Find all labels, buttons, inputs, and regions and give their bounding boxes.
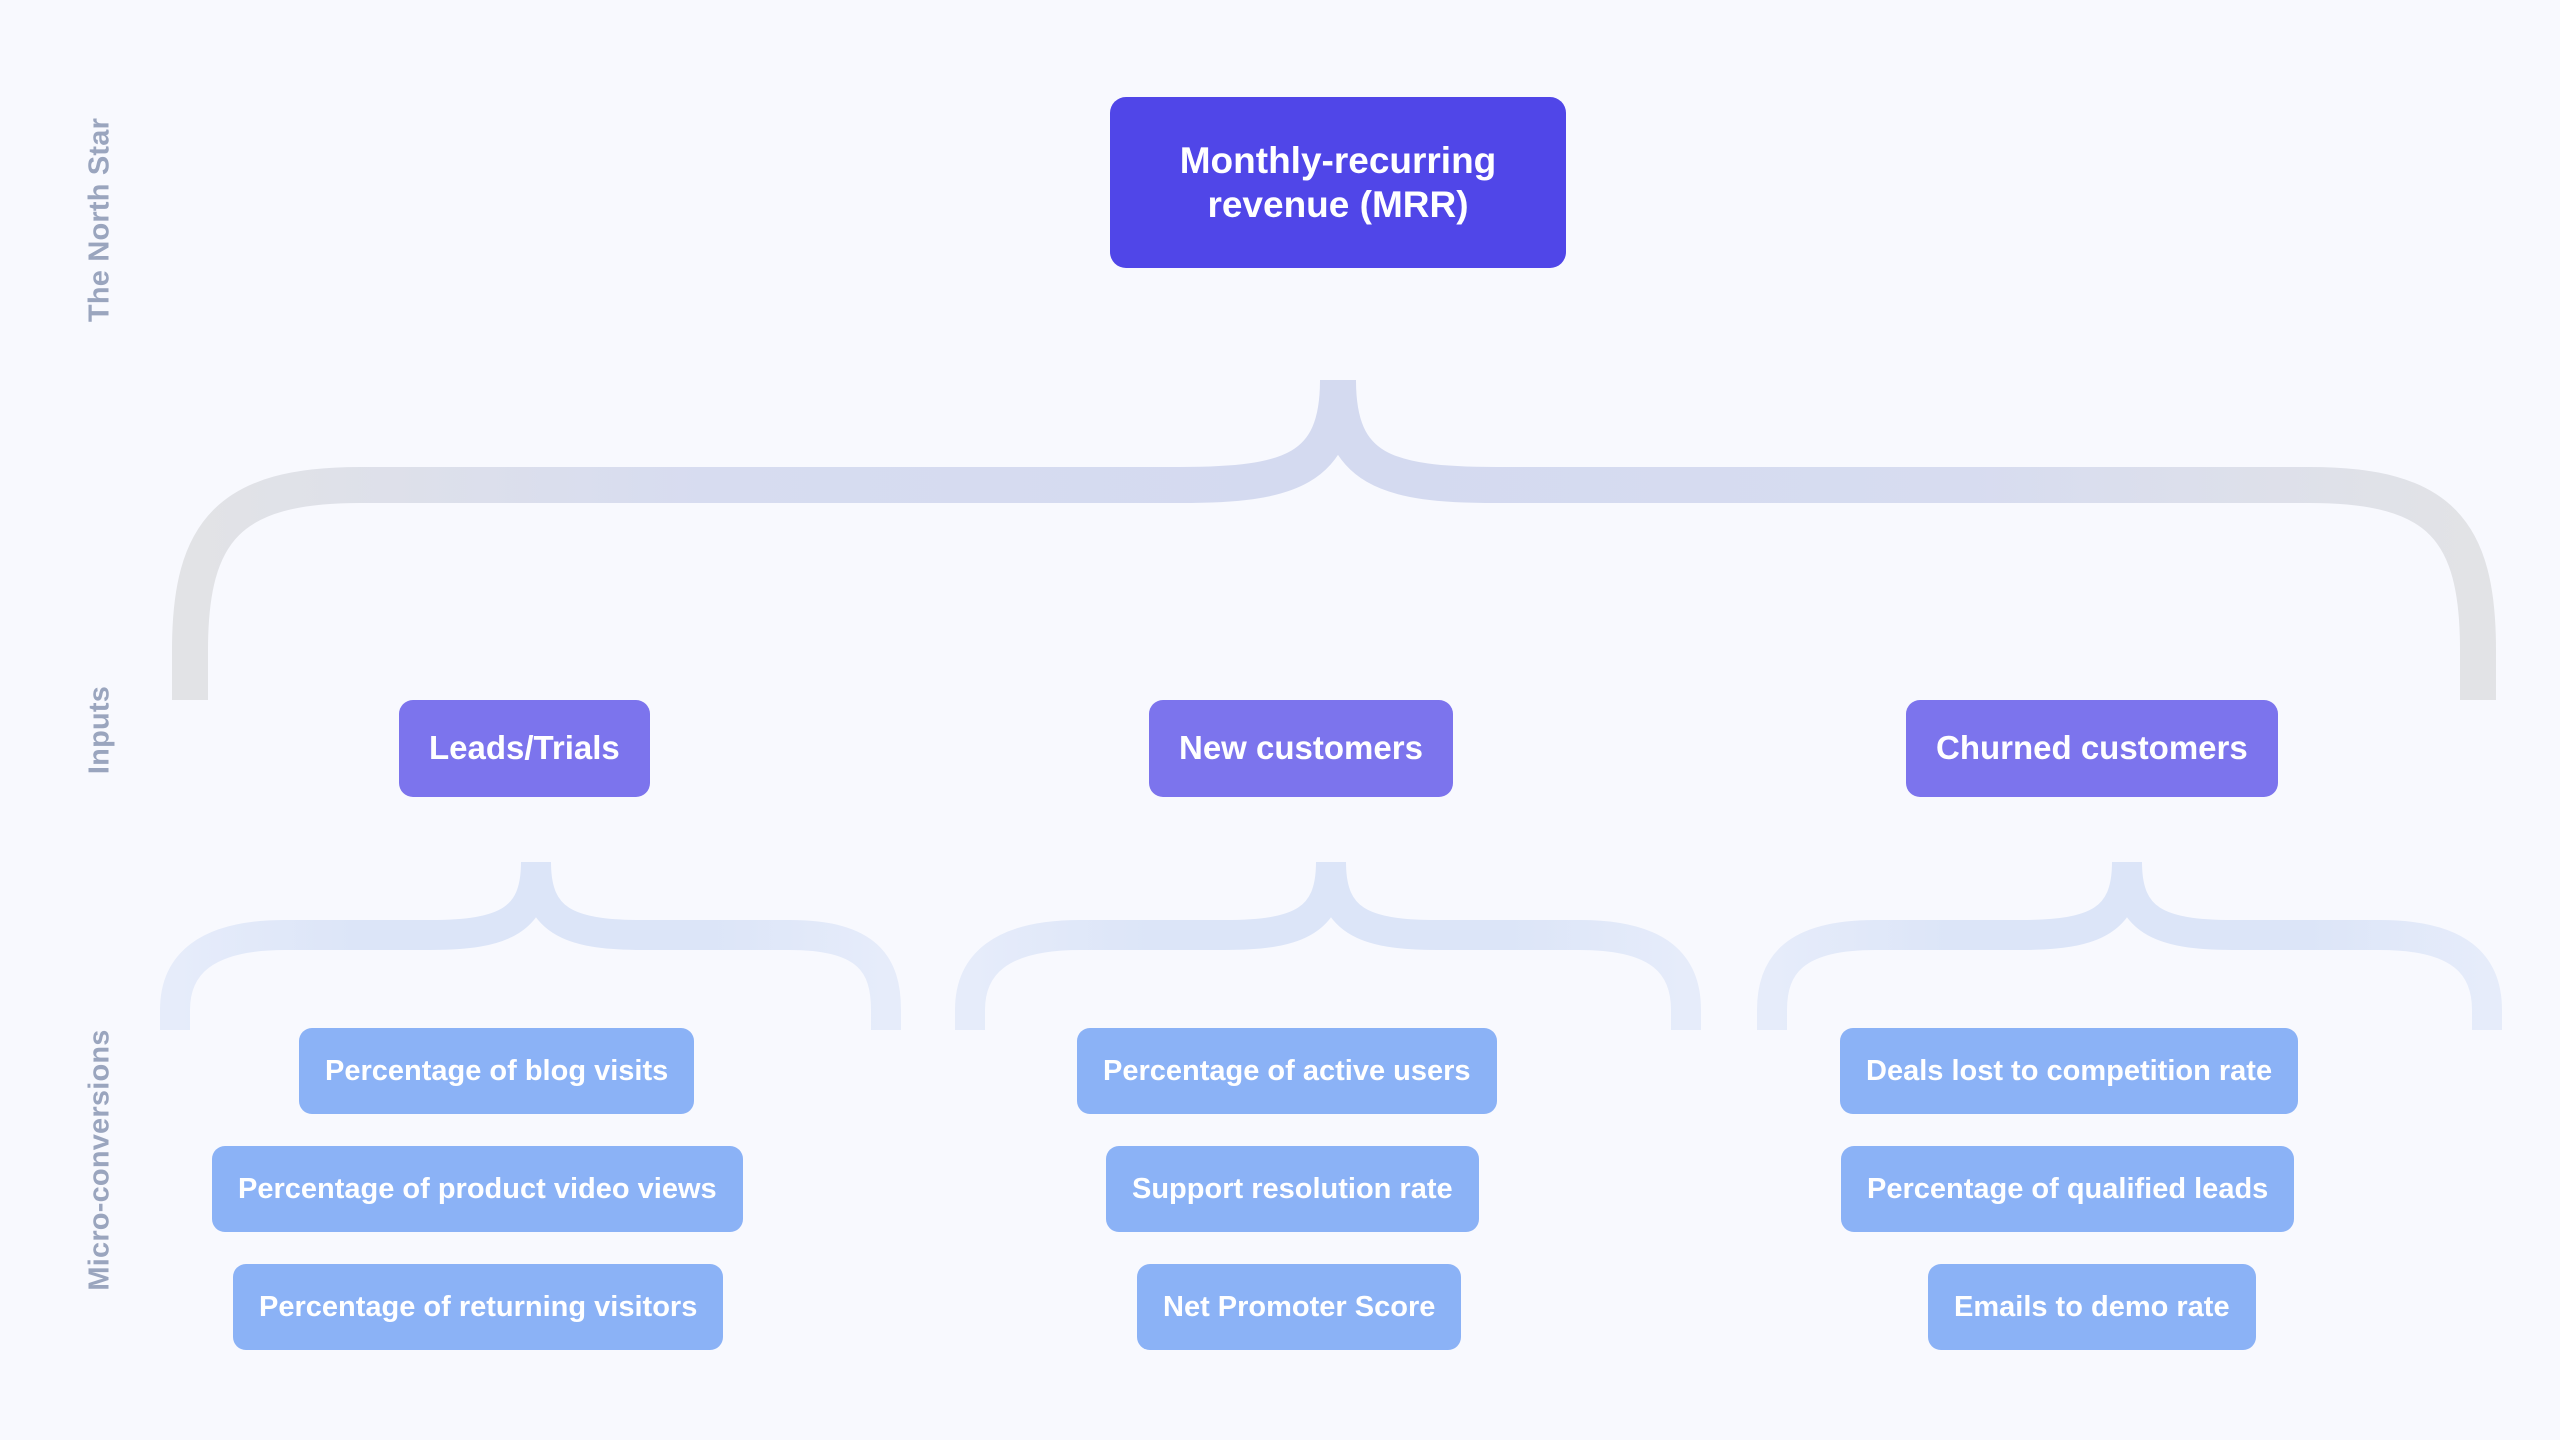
leaf-product-video-views[interactable]: Percentage of product video views [212,1146,743,1232]
leaf-product-video-views-label: Percentage of product video views [238,1172,717,1205]
leaf-returning-visitors[interactable]: Percentage of returning visitors [233,1264,724,1350]
row-label-inputs: Inputs [0,570,200,890]
node-new-customers[interactable]: New customers [1149,700,1453,797]
leaf-emails-to-demo-rate[interactable]: Emails to demo rate [1928,1264,2256,1350]
connector-root-to-churned [1320,379,2496,700]
connector-churned-right [2112,861,2502,1030]
connector-new-customers-left [955,861,1346,1030]
leaf-active-users[interactable]: Percentage of active users [1077,1028,1497,1114]
row-label-north-star: The North Star [0,60,200,380]
node-leads-trials-label: Leads/Trials [429,729,620,767]
leaf-net-promoter-score[interactable]: Net Promoter Score [1137,1264,1462,1350]
node-churned-customers-label: Churned customers [1936,729,2248,767]
node-new-customers-label: New customers [1179,729,1423,767]
leaf-emails-to-demo-rate-label: Emails to demo rate [1954,1290,2230,1323]
leaf-active-users-label: Percentage of active users [1103,1054,1471,1087]
leaf-qualified-leads-label: Percentage of qualified leads [1867,1172,2269,1205]
node-churned-customers[interactable]: Churned customers [1906,700,2278,797]
row-label-north-star-text: The North Star [83,117,116,323]
node-root-label-line2: revenue (MRR) [1207,183,1469,225]
row-label-inputs-text: Inputs [83,685,116,775]
leaf-returning-visitors-label: Percentage of returning visitors [259,1290,698,1323]
node-leads-trials[interactable]: Leads/Trials [399,700,650,797]
connector-root-to-leads [172,379,1356,700]
connector-leads-right [521,861,901,1030]
leaf-qualified-leads[interactable]: Percentage of qualified leads [1841,1146,2295,1232]
leaf-support-resolution-rate[interactable]: Support resolution rate [1106,1146,1479,1232]
node-root-label-line1: Monthly-recurring [1179,139,1497,181]
leaf-net-promoter-score-label: Net Promoter Score [1163,1290,1436,1323]
row-label-micro-conversions: Micro-conversions [0,960,200,1360]
leaf-deals-lost-to-competition-label: Deals lost to competition rate [1866,1054,2273,1087]
node-monthly-recurring-revenue[interactable]: Monthly-recurring revenue (MRR) [1110,97,1566,268]
leaf-blog-visits[interactable]: Percentage of blog visits [299,1028,695,1114]
row-label-micro-conversions-text: Micro-conversions [83,1029,116,1291]
connector-leads-left [160,861,551,1030]
connector-churned-left [1757,861,2142,1030]
connector-new-customers-right [1316,861,1701,1030]
leaf-support-resolution-rate-label: Support resolution rate [1132,1172,1453,1205]
leaf-deals-lost-to-competition[interactable]: Deals lost to competition rate [1840,1028,2299,1114]
leaf-blog-visits-label: Percentage of blog visits [325,1054,669,1087]
